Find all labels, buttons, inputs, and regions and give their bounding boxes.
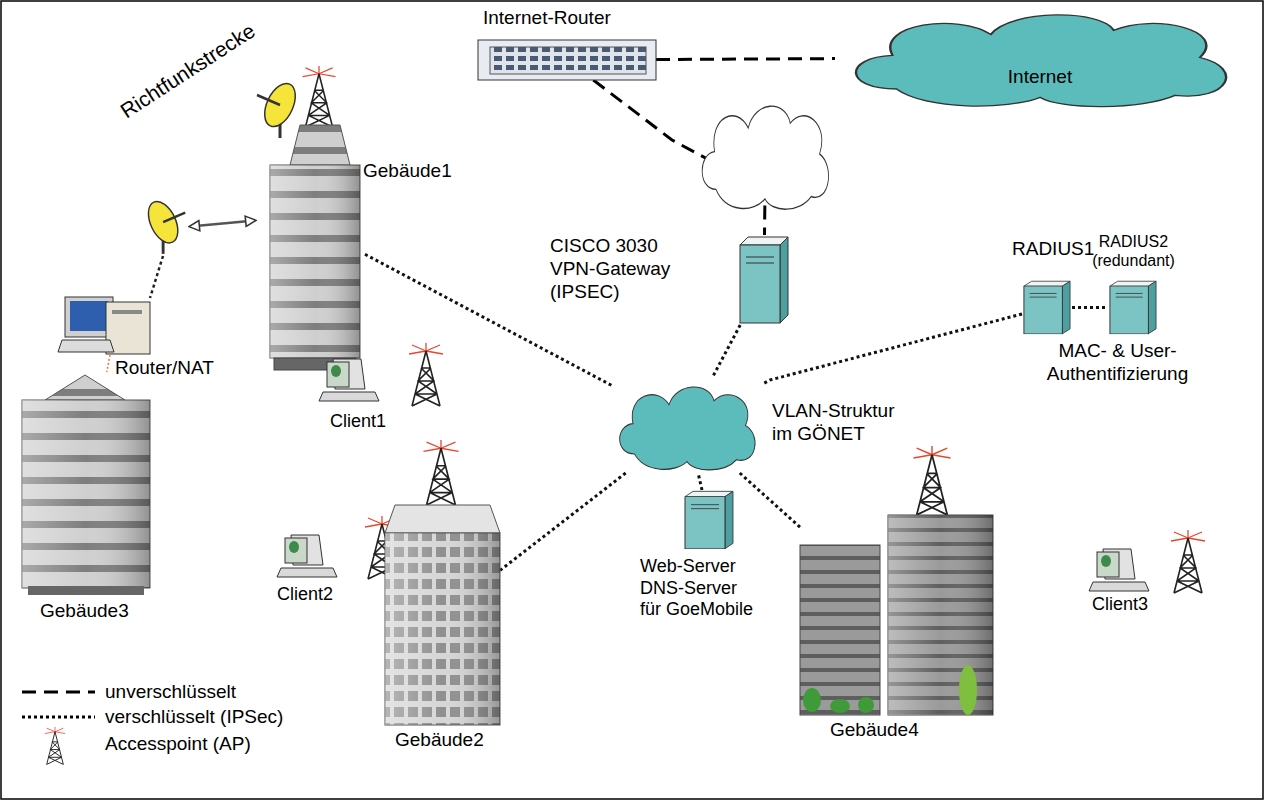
node-label: Internet-Router <box>483 7 673 30</box>
node-label: Web-Server DNS-Server für GoeMobile <box>640 556 758 621</box>
building: Gebäude2 <box>385 505 500 725</box>
node-label: Gebäude1 <box>363 160 483 183</box>
web-dns-server: Web-Server DNS-Server für GoeMobile <box>683 490 735 550</box>
network-link <box>698 473 702 490</box>
network-link <box>712 325 740 378</box>
nat-router: Router/NAT <box>60 195 190 355</box>
legend-text: unverschlüsselt <box>105 681 236 704</box>
network-link <box>500 473 626 570</box>
node-label: Client3 <box>1092 594 1192 616</box>
building: Gebäude4 <box>800 515 995 715</box>
auth-note: MAC- & User-Authentifizierung <box>1030 340 1205 386</box>
node-label: Router/NAT <box>115 357 245 380</box>
legend-text: Accesspoint (AP) <box>105 733 251 756</box>
node-label: VLAN-Struktur im GÖNET <box>772 400 907 446</box>
vlan-cloud: VLAN-Struktur im GÖNET <box>612 378 762 473</box>
radius-server: RADIUS2 (redundant) <box>1108 280 1158 335</box>
client: Client1 <box>318 345 448 410</box>
internet-cloud: Internet <box>835 5 1245 110</box>
router-device: Internet-Router <box>478 40 656 80</box>
node-label: RADIUS2 (redundant) <box>1086 232 1181 270</box>
network-link <box>656 57 835 61</box>
link-label: Richtfunkstrecke <box>116 18 260 124</box>
network-link <box>762 314 1022 384</box>
vpn-gateway: CISCO 3030 VPN-Gateway (IPSEC) <box>738 235 790 325</box>
network-link <box>107 355 110 372</box>
node-label: CISCO 3030 VPN-Gateway (IPSEC) <box>550 235 690 303</box>
node-label: Client2 <box>277 584 377 606</box>
node-label: Gebäude4 <box>830 719 960 742</box>
node-label: Gebäude3 <box>40 600 160 623</box>
legend-text: verschlüsselt (IPSec) <box>105 706 283 729</box>
node-label: Internet <box>835 66 1245 89</box>
building: Gebäude1 <box>255 75 365 375</box>
node-label: Client1 <box>330 411 430 433</box>
client: Client2 <box>275 518 403 583</box>
node-label: Gebäude2 <box>395 729 515 752</box>
network-link <box>190 220 255 226</box>
network-link <box>740 473 800 527</box>
network-link <box>1072 306 1108 309</box>
building: Gebäude3 <box>22 372 150 594</box>
radius-server: RADIUS1 <box>1022 280 1072 335</box>
client: Client3 <box>1088 532 1208 595</box>
